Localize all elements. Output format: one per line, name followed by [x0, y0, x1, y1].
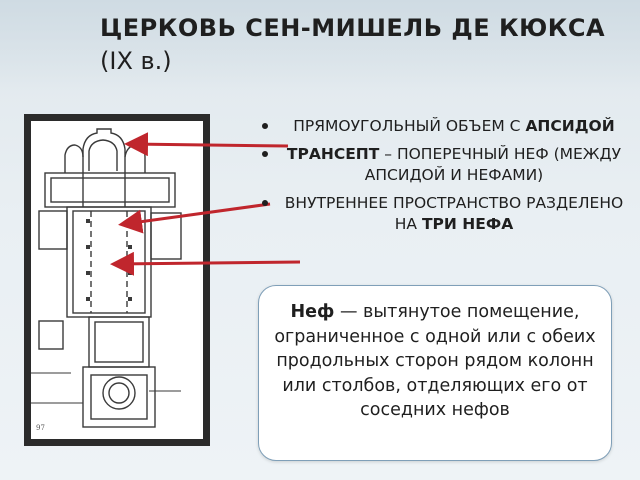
bullet-apse: ПРЯМОУГОЛЬНЫЙ ОБЪЕМ С АПСИДОЙ	[262, 116, 624, 137]
slide-title-main: ЦЕРКОВЬ СЕН-МИШЕЛЬ ДЕ КЮКСА	[100, 14, 606, 42]
bullet-naves: ВНУТРЕННЕЕ ПРОСТРАНСТВО РАЗДЕЛЕНО НА ТРИ…	[262, 193, 624, 235]
floor-plan-image	[31, 121, 203, 439]
callout-definition: — вытянутое помещение, ограниченное с од…	[274, 302, 596, 420]
floor-plan-drawing	[31, 128, 182, 428]
bullet-naves-text: ВНУТРЕННЕЕ ПРОСТРАНСТВО РАЗДЕЛЕНО НА	[284, 194, 624, 233]
bullet-transept-text: – ПОПЕРЕЧНЫЙ НЕФ (МЕЖДУ АПСИДОЙ И НЕФАМИ…	[364, 145, 622, 184]
bullet-transept-bold: ТРАНСЕПТ	[286, 145, 380, 163]
slide-title: ЦЕРКОВЬ СЕН-МИШЕЛЬ ДЕ КЮКСА (IX в.)	[100, 12, 620, 78]
bullet-naves-bold: ТРИ НЕФА	[421, 215, 514, 233]
definition-callout: Неф — вытянутое помещение, ограниченное …	[258, 285, 612, 461]
bullet-apse-bold: АПСИДОЙ	[525, 117, 615, 135]
callout-term: Неф	[290, 302, 335, 322]
title-band	[0, 0, 640, 92]
bullet-dot-icon	[262, 151, 268, 157]
figure-number: 97	[36, 424, 45, 432]
bullet-transept: ТРАНСЕПТ – ПОПЕРЕЧНЫЙ НЕФ (МЕЖДУ АПСИДОЙ…	[262, 144, 624, 186]
bullet-dot-icon	[262, 200, 268, 206]
bullet-apse-text: ПРЯМОУГОЛЬНЫЙ ОБЪЕМ С	[293, 117, 526, 135]
bullet-list: ПРЯМОУГОЛЬНЫЙ ОБЪЕМ С АПСИДОЙ ТРАНСЕПТ –…	[262, 116, 624, 242]
slide-title-period: (IX в.)	[100, 47, 172, 75]
bullet-dot-icon	[262, 123, 268, 129]
